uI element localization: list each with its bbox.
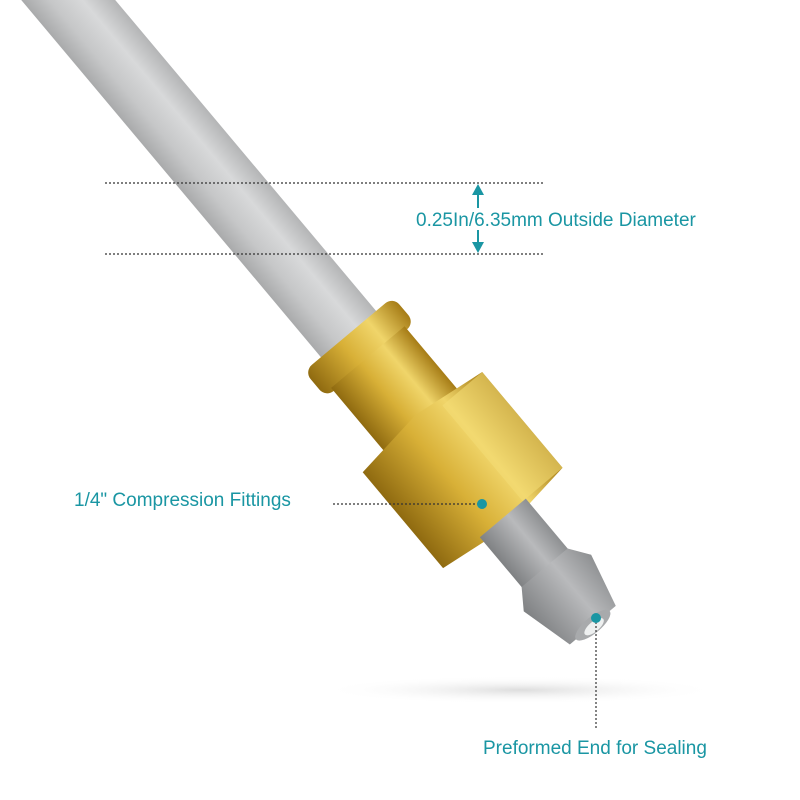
- collar-ring: [308, 300, 411, 394]
- preformed-end-label: Preformed End for Sealing: [483, 738, 707, 759]
- diameter-label: 0.25In/6.35mm Outside Diameter: [416, 210, 696, 231]
- fittings-dot: [477, 499, 487, 509]
- fitting-body: [331, 326, 463, 457]
- dimension-arrow-up-icon: [472, 184, 484, 208]
- shadow: [320, 676, 720, 704]
- fittings-label: 1/4" Compression Fittings: [74, 490, 291, 511]
- tube: [18, 0, 396, 381]
- end-dot: [591, 613, 601, 623]
- dimension-arrow-down-icon: [472, 230, 484, 253]
